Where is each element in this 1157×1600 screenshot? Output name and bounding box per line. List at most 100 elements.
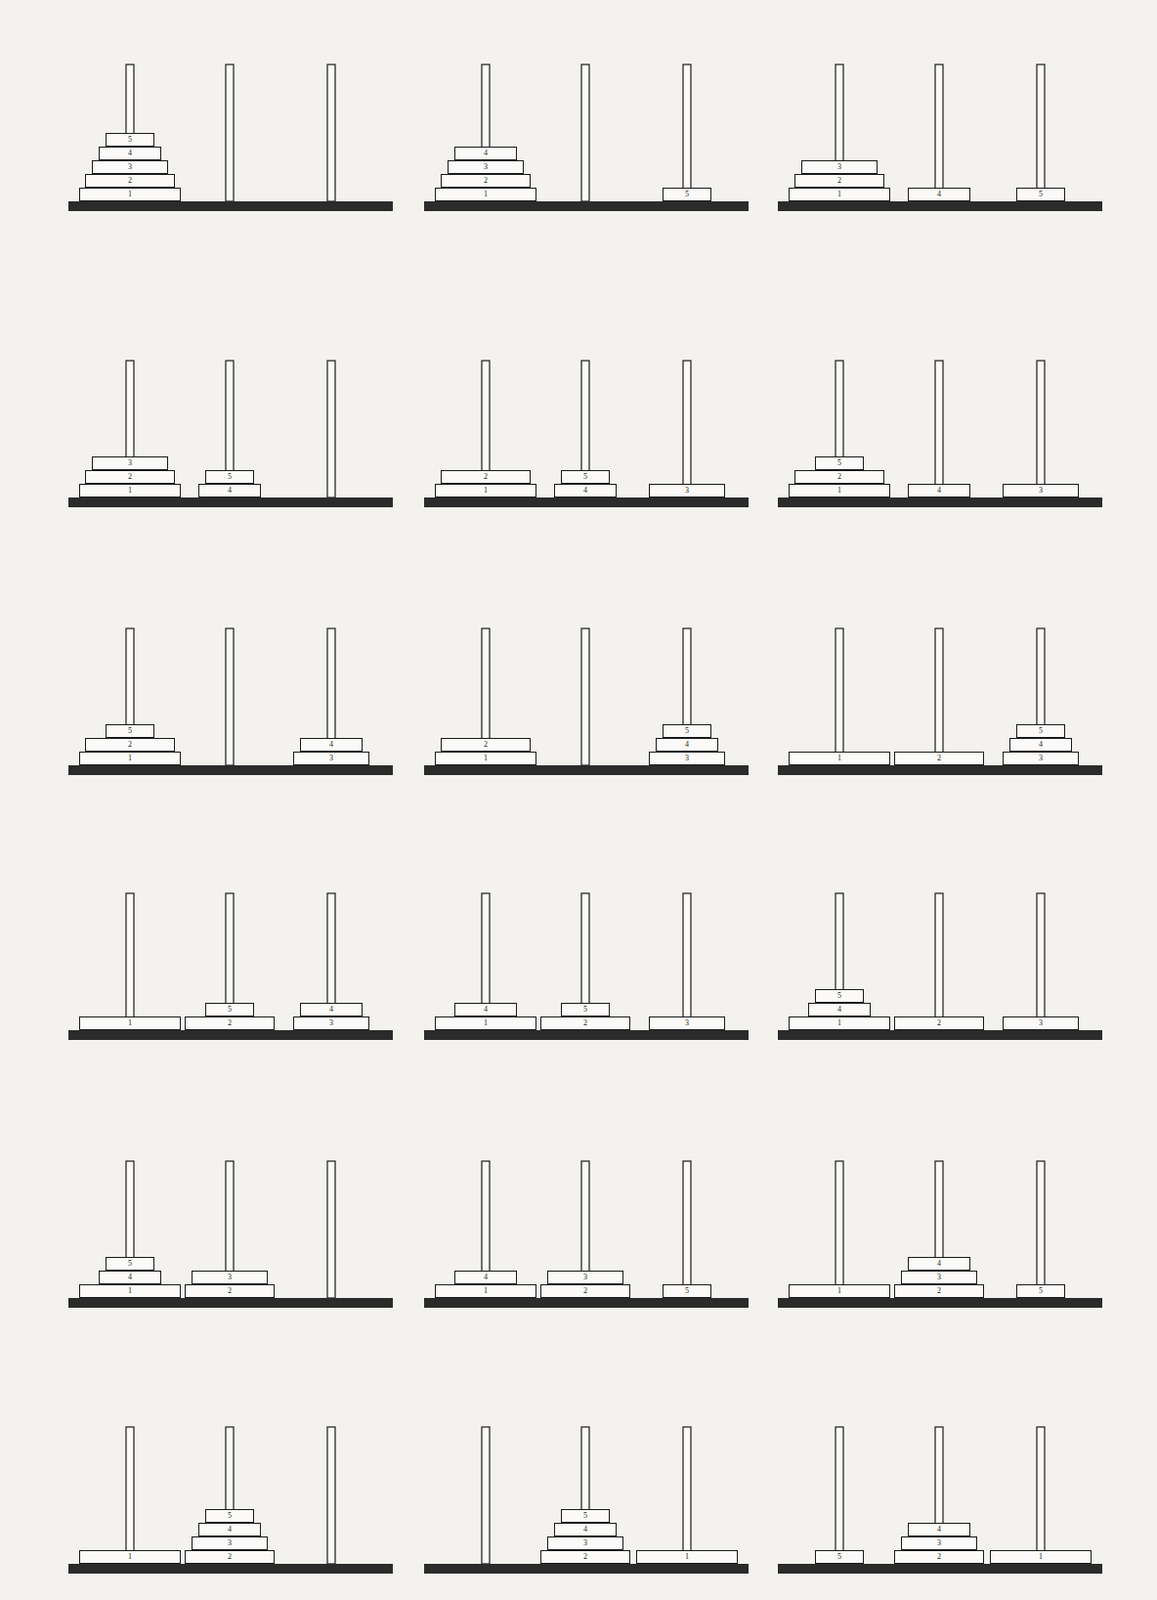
disk: 5 bbox=[1016, 1284, 1066, 1298]
disk: 3 bbox=[648, 1016, 726, 1030]
disk: 1 bbox=[434, 1016, 537, 1030]
disk-number: 4 bbox=[455, 1271, 516, 1284]
disk-number: 1 bbox=[789, 188, 890, 201]
disk: 4 bbox=[454, 146, 517, 161]
disk: 1 bbox=[434, 483, 537, 498]
disk-number: 2 bbox=[795, 174, 884, 187]
disk-number: 1 bbox=[789, 1017, 890, 1029]
disk-number: 5 bbox=[815, 457, 863, 470]
disk: 5 bbox=[662, 187, 712, 202]
disk: 3 bbox=[1002, 751, 1079, 766]
disk: 5 bbox=[1016, 724, 1066, 738]
disk-number: 2 bbox=[895, 1017, 984, 1029]
disk-number: 2 bbox=[85, 738, 174, 751]
disk-number: 4 bbox=[199, 484, 260, 497]
disk-number: 5 bbox=[106, 725, 154, 737]
disk: 1 bbox=[788, 483, 891, 498]
disk-number: 2 bbox=[895, 1550, 984, 1563]
disk-number: 3 bbox=[1003, 752, 1078, 765]
disk: 3 bbox=[648, 483, 726, 498]
disk-number: 4 bbox=[300, 738, 362, 751]
disk-number: 1 bbox=[637, 1550, 737, 1563]
disk: 3 bbox=[547, 1270, 624, 1285]
disk-number: 3 bbox=[294, 752, 369, 765]
disk: 1 bbox=[636, 1549, 738, 1564]
disk-number: 3 bbox=[92, 457, 168, 470]
disk-number: 3 bbox=[802, 161, 877, 173]
disk-number: 5 bbox=[1017, 188, 1065, 201]
disk-number: 4 bbox=[908, 188, 970, 201]
disk-number: 3 bbox=[1003, 484, 1078, 497]
disk-number: 3 bbox=[901, 1271, 977, 1284]
disk-number: 3 bbox=[548, 1271, 623, 1284]
disk-number: 1 bbox=[80, 1285, 180, 1297]
disk-number: 3 bbox=[92, 161, 168, 173]
disk: 3 bbox=[801, 160, 878, 174]
disk-number: 2 bbox=[85, 471, 174, 483]
disk: 4 bbox=[98, 146, 162, 161]
disk-number: 3 bbox=[448, 161, 523, 173]
disk-number: 3 bbox=[649, 484, 725, 497]
disk: 4 bbox=[299, 737, 363, 752]
disk-number: 3 bbox=[192, 1271, 267, 1284]
disk: 1 bbox=[79, 483, 181, 498]
disk-number: 2 bbox=[541, 1017, 630, 1029]
disk: 1 bbox=[434, 187, 537, 202]
disk: 5 bbox=[560, 1508, 610, 1523]
disk-number: 5 bbox=[106, 1257, 154, 1270]
disk: 2 bbox=[440, 470, 531, 484]
disk-number: 1 bbox=[435, 1017, 536, 1029]
disk: 5 bbox=[205, 1508, 255, 1523]
disk: 3 bbox=[1002, 1016, 1079, 1030]
disk-number: 2 bbox=[441, 174, 530, 187]
disk-number: 2 bbox=[441, 471, 530, 483]
disk-number: 5 bbox=[561, 1003, 609, 1016]
disk: 3 bbox=[293, 751, 370, 766]
disk: 2 bbox=[85, 737, 175, 752]
disk: 4 bbox=[907, 1522, 971, 1537]
disk-number: 1 bbox=[435, 752, 536, 765]
disk: 1 bbox=[989, 1549, 1092, 1564]
disk: 5 bbox=[560, 1002, 610, 1017]
disk: 3 bbox=[1002, 483, 1079, 498]
disk-number: 2 bbox=[795, 471, 884, 483]
disk-number: 5 bbox=[561, 471, 609, 483]
disk: 4 bbox=[907, 187, 971, 202]
disk-number: 1 bbox=[80, 188, 180, 201]
disk: 3 bbox=[91, 456, 169, 471]
disk-number: 2 bbox=[185, 1550, 274, 1563]
disk-number: 1 bbox=[80, 1550, 180, 1563]
disk-number: 4 bbox=[809, 1003, 870, 1016]
disk: 5 bbox=[662, 1284, 712, 1298]
disk: 2 bbox=[184, 1016, 275, 1030]
disk: 3 bbox=[191, 1536, 268, 1550]
disk: 5 bbox=[205, 470, 255, 484]
disk-number: 1 bbox=[435, 188, 536, 201]
disk-number: 5 bbox=[663, 188, 711, 201]
disk-number: 5 bbox=[663, 725, 711, 737]
disk: 2 bbox=[184, 1284, 275, 1298]
disk-number: 4 bbox=[555, 484, 616, 497]
disk-number: 1 bbox=[80, 484, 180, 497]
disk: 5 bbox=[105, 724, 155, 738]
disk-number: 2 bbox=[895, 1285, 984, 1297]
disk: 2 bbox=[440, 737, 531, 752]
disk: 1 bbox=[79, 187, 181, 202]
disk: 4 bbox=[98, 1270, 162, 1285]
disk: 3 bbox=[648, 751, 726, 766]
disk-number: 5 bbox=[206, 471, 254, 483]
disk: 2 bbox=[440, 173, 531, 188]
disk-number: 4 bbox=[455, 147, 516, 160]
disk-number: 4 bbox=[300, 1003, 362, 1016]
disk-number: 4 bbox=[99, 147, 161, 160]
disk: 3 bbox=[447, 160, 524, 174]
disk-number: 5 bbox=[106, 133, 154, 146]
disk: 2 bbox=[894, 1016, 985, 1030]
disk: 4 bbox=[907, 1256, 971, 1271]
disk: 4 bbox=[554, 1522, 617, 1537]
disk: 2 bbox=[894, 1284, 985, 1298]
disk: 5 bbox=[814, 988, 864, 1003]
disk: 1 bbox=[788, 1016, 891, 1030]
disk-number: 4 bbox=[656, 738, 718, 751]
disk-number: 3 bbox=[192, 1537, 267, 1549]
